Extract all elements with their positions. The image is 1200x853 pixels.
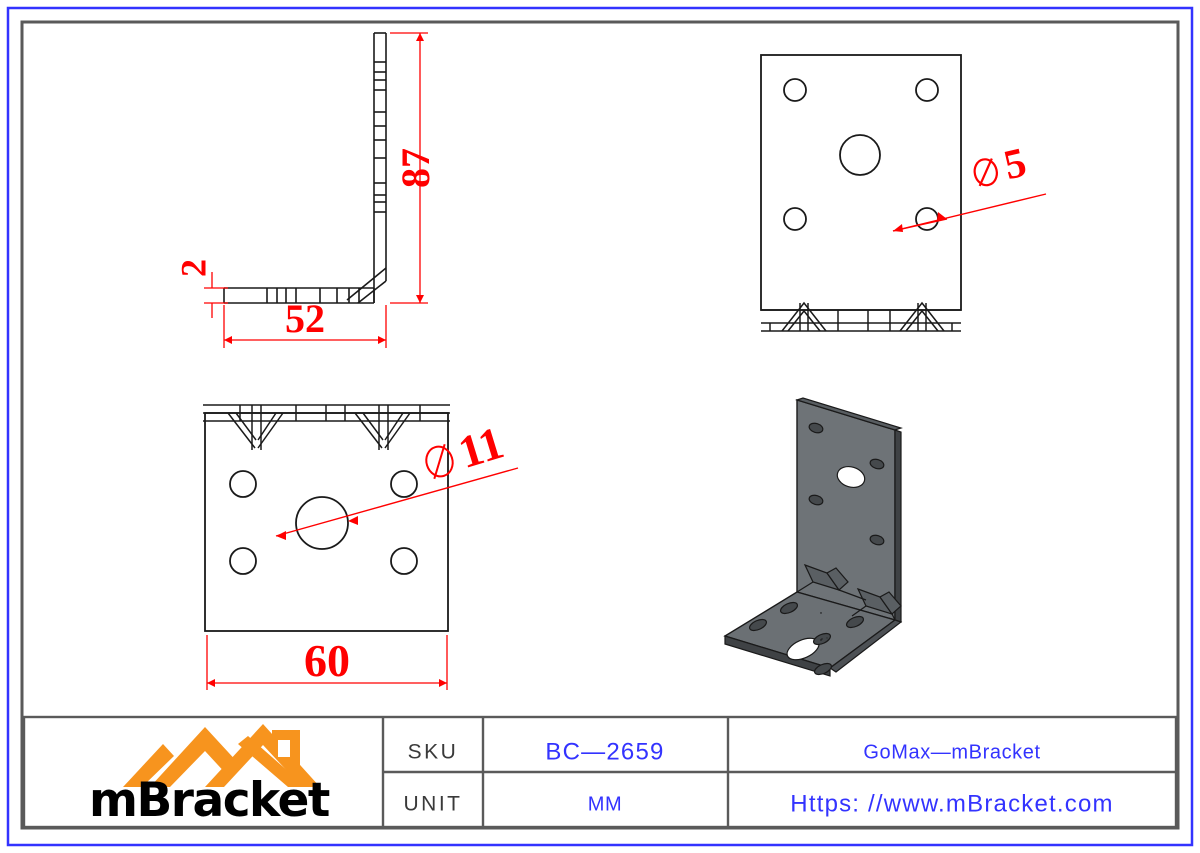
title-block: mBracket SKU BC—2659 GoMax—mBracket UNIT… bbox=[22, 715, 1178, 829]
front-horizontal-leg-holes bbox=[266, 288, 360, 303]
iso-vertical-edge bbox=[894, 429, 902, 623]
title-block-value-sku: BC—2659 bbox=[545, 738, 664, 765]
callout-diameter-11-value: 11 bbox=[453, 417, 509, 478]
bottom-hole-bottom-left bbox=[229, 547, 257, 575]
dimension-2 bbox=[204, 272, 228, 318]
bottom-hole-top-right bbox=[390, 470, 418, 498]
callout-diameter-5-leader bbox=[892, 193, 1047, 232]
outer-border bbox=[6, 6, 1194, 847]
iso-horizontal-right-edge bbox=[828, 619, 903, 673]
dimension-87 bbox=[390, 32, 428, 304]
callout-diameter-5: 5 bbox=[973, 140, 1031, 190]
iso-horizontal-hole-extra bbox=[813, 662, 833, 676]
title-block-value-product: GoMax—mBracket bbox=[863, 741, 1040, 763]
callout-diameter-11-leader bbox=[275, 467, 519, 540]
side-hole-top-right bbox=[915, 78, 939, 102]
dimension-60 bbox=[206, 635, 448, 690]
title-block-label-sku: SKU bbox=[408, 741, 459, 764]
side-bottom-ribs bbox=[761, 301, 961, 332]
title-block-value-website: Https: //www.mBracket.com bbox=[790, 790, 1113, 817]
bottom-hole-bottom-right bbox=[390, 547, 418, 575]
view-bottom-plan: 11 60 bbox=[203, 404, 519, 690]
side-plate-outline bbox=[760, 54, 962, 311]
iso-vertical-top-edge bbox=[795, 397, 903, 431]
logo-wordmark: mBracket bbox=[89, 773, 330, 828]
side-hole-bottom-left bbox=[783, 207, 807, 231]
title-block-label-unit: UNIT bbox=[404, 793, 463, 816]
front-corner-rib bbox=[346, 267, 387, 304]
side-hole-top-left bbox=[783, 78, 807, 102]
bottom-top-ribs bbox=[203, 404, 450, 450]
callout-diameter-11: 11 bbox=[425, 417, 509, 480]
diameter-symbol-5 bbox=[973, 158, 998, 187]
side-hole-bottom-right bbox=[915, 207, 939, 231]
iso-vertical-holes bbox=[808, 422, 885, 546]
iso-vertical-face bbox=[796, 399, 896, 621]
bottom-hole-center bbox=[295, 496, 349, 550]
front-vertical-leg bbox=[373, 32, 387, 303]
view-front-section: 87 52 2 bbox=[173, 32, 438, 348]
callout-diameter-5-value: 5 bbox=[1000, 140, 1031, 190]
view-side-elevation: 5 bbox=[760, 54, 1047, 332]
dimension-87-label: 87 bbox=[393, 148, 438, 188]
front-vertical-leg-holes bbox=[374, 61, 386, 213]
bottom-hole-top-left bbox=[229, 470, 257, 498]
dimension-60-label: 60 bbox=[304, 635, 350, 686]
title-block-value-unit: MM bbox=[588, 793, 623, 815]
dimension-52 bbox=[223, 305, 387, 348]
view-isometric-3d bbox=[723, 397, 903, 677]
iso-ribs bbox=[796, 563, 902, 621]
dimension-2-label: 2 bbox=[173, 259, 213, 277]
diameter-symbol-11 bbox=[425, 445, 454, 478]
logo-roof-mark bbox=[123, 724, 320, 787]
side-hole-center bbox=[839, 134, 881, 176]
iso-horizontal-holes bbox=[748, 601, 865, 661]
dimension-52-label: 52 bbox=[285, 296, 325, 341]
brand-logo: mBracket bbox=[89, 724, 331, 828]
